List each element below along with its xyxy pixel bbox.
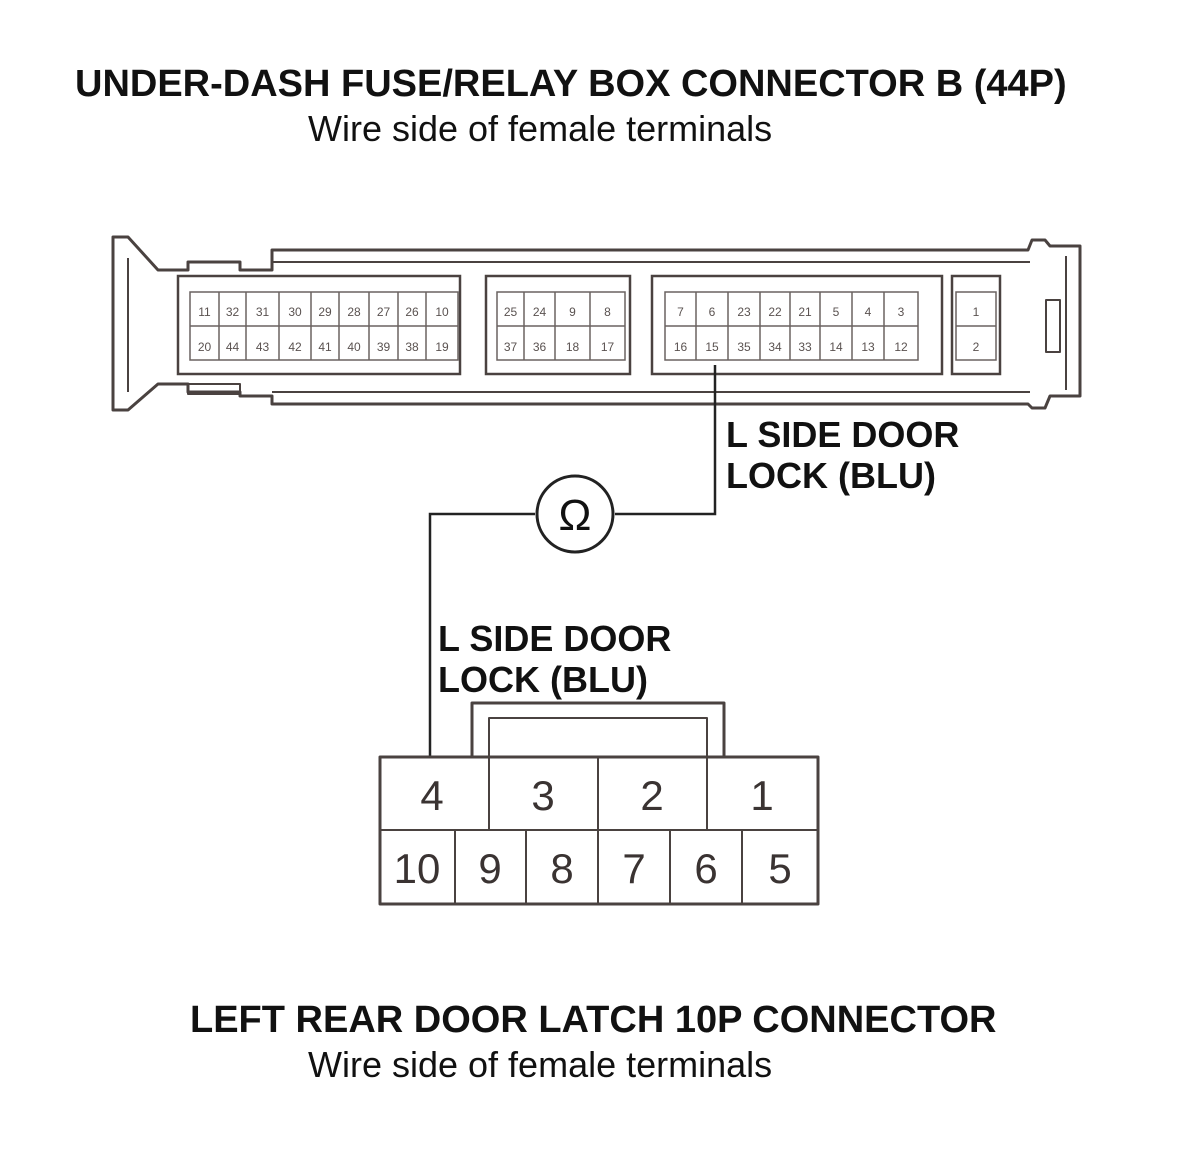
fuse-box-pin-8: 8 — [604, 305, 611, 319]
terminal-group-frame — [950, 274, 1002, 376]
latch-pin-5: 5 — [768, 845, 791, 892]
fuse-box-pin-17: 17 — [601, 340, 615, 354]
terminal-group-frame — [484, 274, 632, 376]
terminal-group-frame — [650, 274, 944, 376]
fuse-box-pin-28: 28 — [347, 305, 361, 319]
fuse-box-pin-14: 14 — [829, 340, 843, 354]
latch-pin-2: 2 — [640, 772, 663, 819]
fuse-box-pin-12: 12 — [894, 340, 908, 354]
fuse-box-pin-23: 23 — [737, 305, 751, 319]
fuse-box-pin-26: 26 — [405, 305, 419, 319]
fuse-box-pin-24: 24 — [533, 305, 547, 319]
door-latch-wire-label-line2: LOCK (BLU) — [438, 659, 648, 700]
latch-pin-7: 7 — [622, 845, 645, 892]
fuse-box-pin-3: 3 — [898, 305, 905, 319]
fuse-box-pin-41: 41 — [318, 340, 332, 354]
fuse-box-pin-13: 13 — [861, 340, 875, 354]
door-latch-connector — [378, 701, 820, 906]
fuse-box-terminal-groups: 1120324431433042294128402739263810192537… — [176, 274, 1002, 376]
fuse-box-pin-11: 11 — [198, 305, 211, 319]
fuse-box-pin-35: 35 — [737, 340, 751, 354]
fuse-box-pin-31: 31 — [256, 305, 270, 319]
latch-pin-9: 9 — [478, 845, 501, 892]
terminal-group-2: 25 37 24 36 9 18 8 17 — [484, 274, 632, 376]
wire-to-fuse-box-pin-15 — [615, 365, 717, 516]
housing-right-latch — [1045, 299, 1061, 353]
latch-pin-1: 1 — [750, 772, 773, 819]
fuse-box-pin-37: 37 — [504, 340, 518, 354]
fuse-box-pin-5: 5 — [833, 305, 840, 319]
fuse-box-pin-15: 15 — [705, 340, 719, 354]
fuse-box-pin-44: 44 — [226, 340, 240, 354]
fuse-box-pin-2: 2 — [973, 340, 980, 354]
terminal-group-frame — [176, 274, 462, 376]
fuse-box-pin-7: 7 — [677, 305, 684, 319]
connector-housing-outline — [111, 235, 1082, 412]
fuse-box-pin-25: 25 — [504, 305, 518, 319]
fuse-box-pin-27: 27 — [377, 305, 391, 319]
fuse-box-pin-39: 39 — [377, 340, 391, 354]
fuse-box-pin-40: 40 — [347, 340, 361, 354]
fuse-box-pin-6: 6 — [709, 305, 716, 319]
latch-pin-3: 3 — [531, 772, 554, 819]
fuse-box-wire-label-line2: LOCK (BLU) — [726, 455, 936, 496]
fuse-box-pin-10: 10 — [435, 305, 449, 319]
fuse-box-pin-29: 29 — [318, 305, 332, 319]
fuse-box-pin-43: 43 — [256, 340, 270, 354]
housing-left-tab — [187, 383, 241, 395]
fuse-box-pin-21: 21 — [798, 305, 812, 319]
ohmmeter: Ω — [535, 474, 615, 554]
bottom-connector-subtitle: Wire side of female terminals — [308, 1044, 773, 1085]
fuse-box-pin-36: 36 — [533, 340, 547, 354]
fuse-box-pin-38: 38 — [405, 340, 419, 354]
terminal-group-1: 11 20 32 44 31 43 30 42 29 41 28 40 27 39 26 38 10 19 — [176, 274, 462, 376]
fuse-box-pin-30: 30 — [288, 305, 302, 319]
top-connector-title: UNDER-DASH FUSE/RELAY BOX CONNECTOR B (4… — [75, 63, 1067, 105]
fuse-box-pin-1: 1 — [973, 305, 980, 319]
latch-pin-10: 10 — [394, 845, 441, 892]
fuse-box-pin-42: 42 — [288, 340, 302, 354]
fuse-box-pin-19: 19 — [435, 340, 449, 354]
ohm-icon: Ω — [559, 491, 592, 540]
fuse-box-pin-32: 32 — [226, 305, 240, 319]
latch-pin-8: 8 — [550, 845, 573, 892]
fuse-box-connector-b — [111, 235, 1082, 412]
bottom-connector-title: LEFT REAR DOOR LATCH 10P CONNECTOR — [190, 999, 997, 1041]
wire-to-door-latch-pin-4 — [428, 512, 535, 757]
terminal-group-3: 7 16 6 15 23 35 22 34 21 33 5 14 4 13 3 12 — [650, 274, 944, 376]
fuse-box-wire-label-line1: L SIDE DOOR — [726, 414, 959, 455]
fuse-box-pin-33: 33 — [798, 340, 812, 354]
fuse-box-pin-18: 18 — [566, 340, 580, 354]
top-connector-subtitle: Wire side of female terminals — [308, 108, 773, 149]
fuse-box-pin-9: 9 — [569, 305, 576, 319]
door-latch-wire-label-line1: L SIDE DOOR — [438, 618, 671, 659]
fuse-box-pin-34: 34 — [768, 340, 782, 354]
latch-pin-6: 6 — [694, 845, 717, 892]
terminal-group-4: 12 — [950, 274, 1002, 376]
ohmmeter-circle — [535, 474, 615, 554]
fuse-box-pin-4: 4 — [865, 305, 872, 319]
fuse-box-pin-16: 16 — [674, 340, 688, 354]
fuse-box-pin-20: 20 — [198, 340, 212, 354]
fuse-box-pin-22: 22 — [768, 305, 782, 319]
latch-pin-4: 4 — [420, 772, 443, 819]
latch-connector-lock-tab — [470, 701, 726, 757]
